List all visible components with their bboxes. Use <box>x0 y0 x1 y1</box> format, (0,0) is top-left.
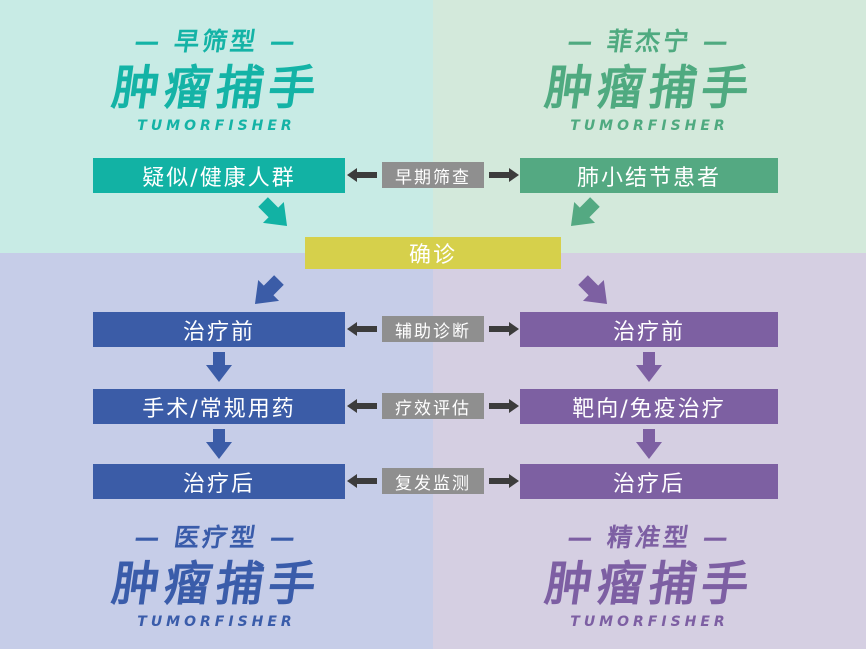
diagonal-arrow-down-right-icon <box>578 275 608 305</box>
diagonal-arrow-down-left-icon <box>570 197 600 227</box>
connector-auxiliary-diagnosis: 辅助诊断 <box>347 316 519 342</box>
down-arrow-icon <box>636 429 662 459</box>
connector-label: 早期筛查 <box>382 162 484 188</box>
right-arrow-icon <box>489 474 519 488</box>
node-targeted-immunotherapy: 靶向/免疫治疗 <box>520 389 778 424</box>
tumorfisher-wordmark: TUMORFISHER <box>570 118 729 135</box>
connector-efficacy-evaluation: 疗效评估 <box>347 393 519 419</box>
left-arrow-icon <box>347 474 377 488</box>
tumorfisher-logo: 肿瘤捕手 <box>108 61 325 116</box>
node-lung-nodule-patients: 肺小结节患者 <box>520 158 778 193</box>
connector-label: 辅助诊断 <box>382 316 484 342</box>
brand-top-right: — 菲杰宁 — 肿瘤捕手 TUMORFISHER <box>433 22 866 134</box>
tumorfisher-logo: 肿瘤捕手 <box>541 557 758 612</box>
connector-recurrence-monitoring: 复发监测 <box>347 468 519 494</box>
brand-bottom-left: — 医疗型 — 肿瘤捕手 TUMORFISHER <box>0 518 433 630</box>
quadrant-bg-feijiening <box>433 0 866 253</box>
down-arrow-icon <box>636 352 662 382</box>
diagonal-arrow-down-right-icon <box>258 197 288 227</box>
quadrant-title-precision: — 精准型 — <box>565 523 734 552</box>
connector-early-screening: 早期筛查 <box>347 162 519 188</box>
tumorfisher-logo: 肿瘤捕手 <box>541 61 758 116</box>
tumorfisher-wordmark: TUMORFISHER <box>137 118 296 135</box>
node-post-treatment-left: 治疗后 <box>93 464 345 499</box>
quadrant-bg-early-screening <box>0 0 433 253</box>
brand-top-left: — 早筛型 — 肿瘤捕手 TUMORFISHER <box>0 22 433 134</box>
right-arrow-icon <box>489 168 519 182</box>
quadrant-title-feijiening: — 菲杰宁 — <box>565 27 734 56</box>
node-confirmed-diagnosis: 确诊 <box>305 237 561 269</box>
node-pre-treatment-right: 治疗前 <box>520 312 778 347</box>
tumorfisher-wordmark: TUMORFISHER <box>137 614 296 631</box>
left-arrow-icon <box>347 399 377 413</box>
diagonal-arrow-down-left-icon <box>254 275 284 305</box>
tumorfisher-logo: 肿瘤捕手 <box>108 557 325 612</box>
connector-label: 疗效评估 <box>382 393 484 419</box>
left-arrow-icon <box>347 322 377 336</box>
down-arrow-icon <box>206 429 232 459</box>
brand-bottom-right: — 精准型 — 肿瘤捕手 TUMORFISHER <box>433 518 866 630</box>
down-arrow-icon <box>206 352 232 382</box>
node-pre-treatment-left: 治疗前 <box>93 312 345 347</box>
connector-label: 复发监测 <box>382 468 484 494</box>
right-arrow-icon <box>489 399 519 413</box>
node-suspected-healthy: 疑似/健康人群 <box>93 158 345 193</box>
quadrant-title-early-screening: — 早筛型 — <box>132 27 301 56</box>
tumorfisher-wordmark: TUMORFISHER <box>570 614 729 631</box>
quadrant-title-medical: — 医疗型 — <box>132 523 301 552</box>
left-arrow-icon <box>347 168 377 182</box>
node-post-treatment-right: 治疗后 <box>520 464 778 499</box>
right-arrow-icon <box>489 322 519 336</box>
node-surgery-conventional-medication: 手术/常规用药 <box>93 389 345 424</box>
